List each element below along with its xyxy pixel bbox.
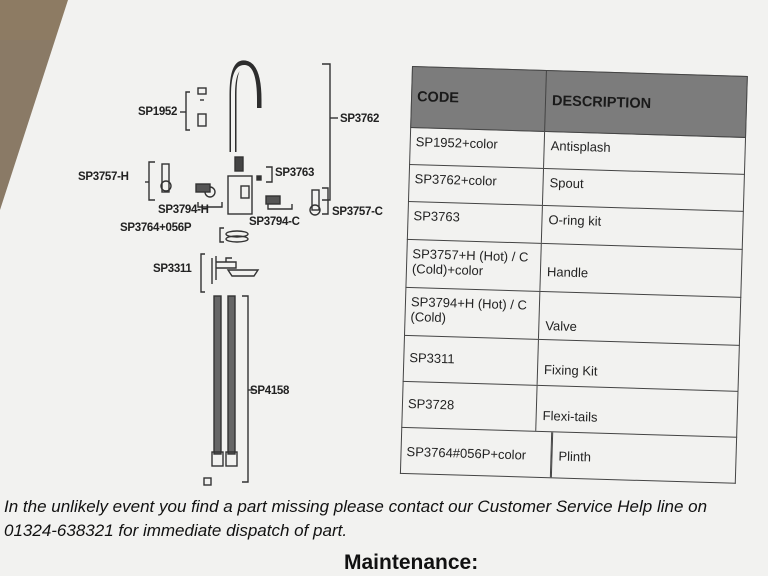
- missing-part-notice: In the unlikely event you find a part mi…: [4, 495, 768, 543]
- code-cell: SP3311: [403, 335, 539, 385]
- table-header-row: CODE DESCRIPTION: [410, 66, 748, 138]
- label-sp3794-h: SP3794-H: [158, 204, 209, 216]
- description-cell: Fixing Kit: [543, 362, 598, 379]
- label-sp3762: SP3762: [340, 113, 380, 125]
- label-sp3311: SP3311: [153, 263, 192, 275]
- label-sp3794-c: SP3794-C: [249, 216, 300, 228]
- notice-line-2: 01324-638321 for immediate dispatch of p…: [4, 521, 348, 540]
- code-cell: SP3764#056P+color: [400, 427, 553, 478]
- maintenance-heading: Maintenance:: [344, 551, 479, 574]
- description-cell: Flexi-tails: [542, 408, 598, 425]
- description-cell: Handle: [546, 264, 589, 281]
- label-sp4158: SP4158: [250, 385, 290, 397]
- code-cell: SP3757+H (Hot) / C (Cold)+color: [406, 239, 542, 291]
- code-cell: SP1952+color: [410, 128, 546, 168]
- label-sp3757-h: SP3757-H: [78, 171, 129, 183]
- code-cell: SP3762+color: [408, 164, 545, 205]
- header-code: CODE: [411, 67, 547, 131]
- header-description: DESCRIPTION: [551, 93, 652, 113]
- code-cell: SP3728: [402, 381, 538, 431]
- description-cell: Valve: [545, 318, 578, 335]
- description-cell: Spout: [549, 175, 584, 192]
- notice-line-1: In the unlikely event you find a part mi…: [4, 497, 708, 516]
- code-cell: SP3794+H (Hot) / C (Cold): [405, 287, 541, 339]
- label-sp3763: SP3763: [275, 167, 315, 179]
- label-sp3757-c: SP3757-C: [332, 206, 383, 218]
- label-sp1952: SP1952: [138, 106, 178, 118]
- label-sp3764: SP3764+056P: [120, 222, 192, 234]
- code-cell: SP3763: [407, 201, 543, 243]
- description-cell: Plinth: [550, 432, 737, 483]
- parts-table: CODE DESCRIPTION SP1952+color Antisplash…: [399, 66, 752, 484]
- description-cell: Antisplash: [550, 138, 611, 155]
- description-cell: O-ring kit: [548, 212, 602, 229]
